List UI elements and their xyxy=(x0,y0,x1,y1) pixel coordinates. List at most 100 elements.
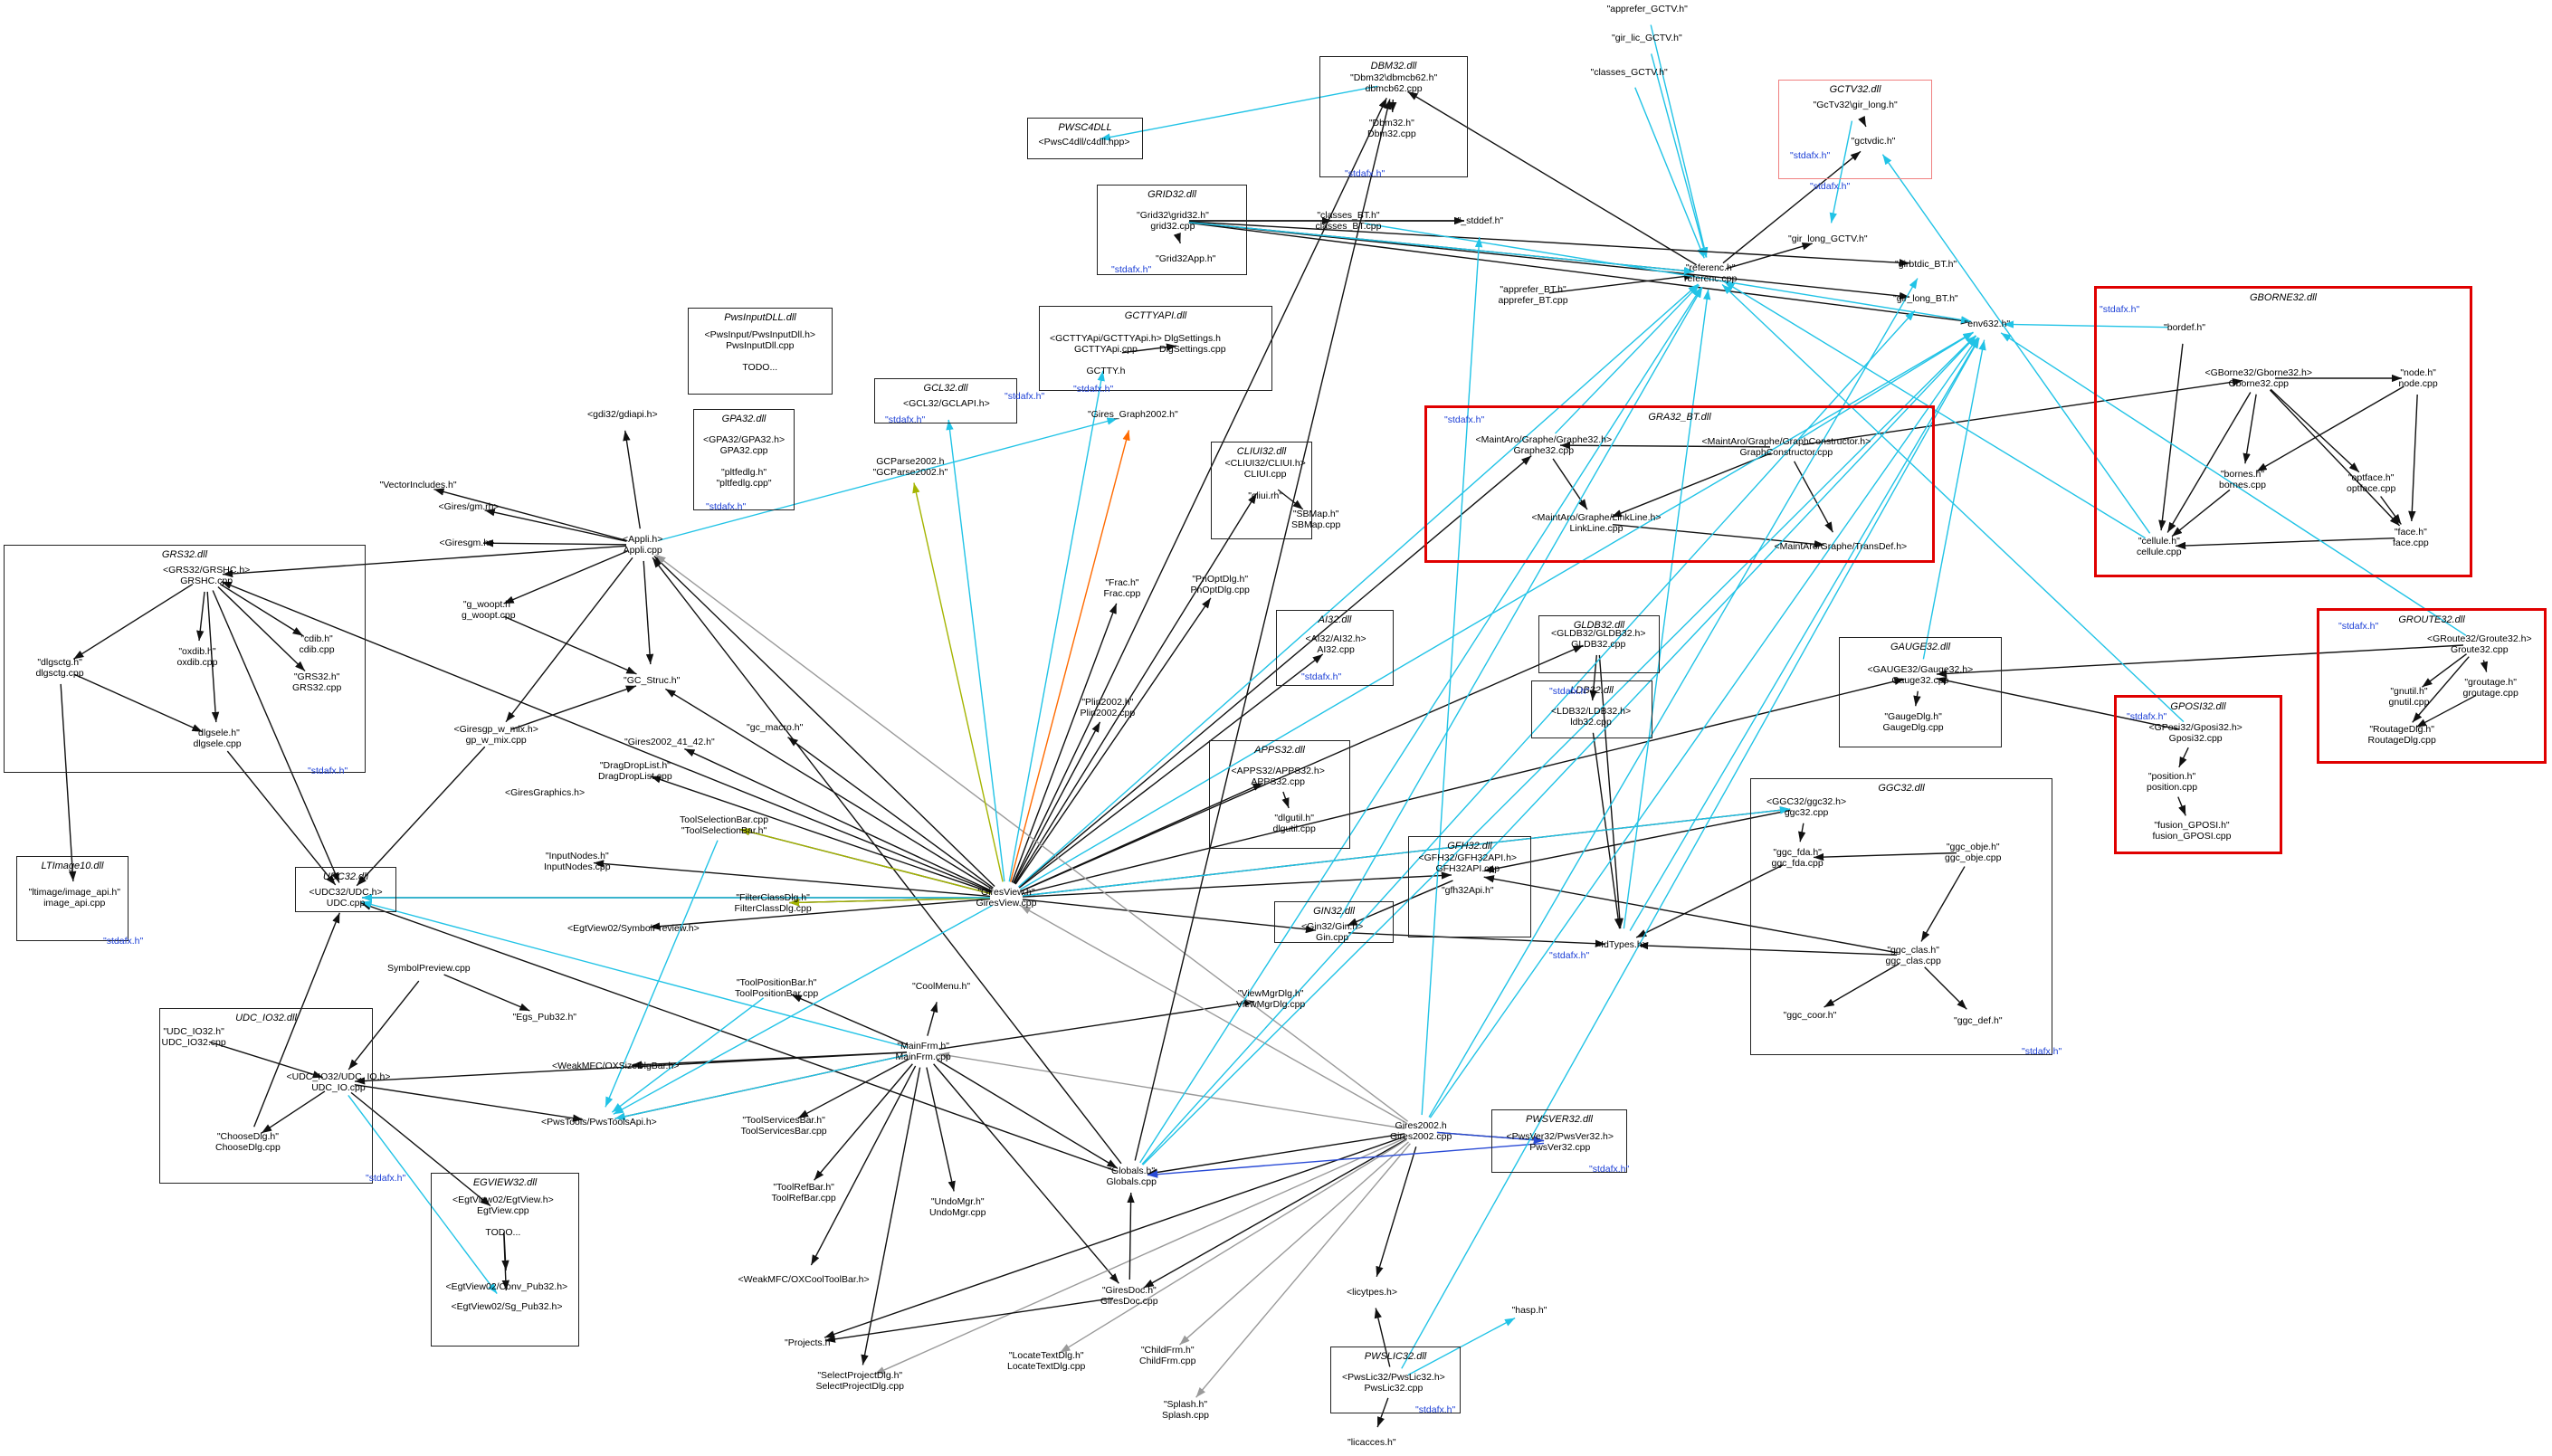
graph-node-gauge-h[interactable]: <GAUGE32/Gauge32.h> Gauge32.cpp xyxy=(1867,664,1974,686)
graph-node-licytpes[interactable]: <licytpes.h> xyxy=(1347,1287,1398,1298)
graph-node-apps-h[interactable]: <APPS32/APPS32.h> APPS32.cpp xyxy=(1231,766,1325,787)
graph-node-gborne-bordef[interactable]: "bordef.h" xyxy=(2164,322,2205,333)
graph-node-groute-h[interactable]: <GRoute32/Groute32.h> Groute32.cpp xyxy=(2427,633,2532,655)
graph-node-pwsver-h[interactable]: <PwsVer32/PwsVer32.h> PwsVer32.cpp xyxy=(1506,1131,1614,1153)
graph-node-pws4dll[interactable]: <PwsC4dll/c4dll.hpp> xyxy=(1038,137,1130,148)
graph-node-gc-struc[interactable]: "GC_Struc.h" xyxy=(624,675,681,686)
stdafx-node[interactable]: "stdafx.h" xyxy=(1345,168,1386,179)
stdafx-node[interactable]: "stdafx.h" xyxy=(1589,1164,1630,1175)
graph-node-childfrm[interactable]: "ChildFrm.h" ChildFrm.cpp xyxy=(1139,1345,1196,1366)
graph-node-plin2002[interactable]: "Plin2002.h" Plin2002.cpp xyxy=(1080,697,1136,718)
graph-node-ggc-def[interactable]: "ggc_def.h" xyxy=(1954,1015,2003,1026)
graph-node-gctvdic[interactable]: "gctvdic.h" xyxy=(1851,136,1896,147)
stdafx-node[interactable]: "stdafx.h" xyxy=(1111,264,1152,275)
graph-node-inputnodes[interactable]: "InputNodes.h" InputNodes.cpp xyxy=(544,851,611,872)
graph-node-groute-routagedlg[interactable]: "RoutageDlg.h" RoutageDlg.cpp xyxy=(2367,724,2436,746)
graph-node-apprefer-GCTV[interactable]: "apprefer_GCTV.h" xyxy=(1606,4,1688,14)
stdafx-node[interactable]: "stdafx.h" xyxy=(1444,414,1485,425)
stdafx-node[interactable]: "stdafx.h" xyxy=(2022,1046,2062,1057)
stdafx-node[interactable]: "stdafx.h" xyxy=(1073,384,1114,395)
graph-node-filterclass[interactable]: "FilterClassDlg.h" FilterClassDlg.cpp xyxy=(734,892,812,914)
graph-node-dbm32-cpp[interactable]: "Dbm32.h" Dbm32.cpp xyxy=(1367,118,1416,139)
graph-node-cliui-h[interactable]: <CLIUI32/CLIUI.h> CLIUI.cpp "cliui.rh" xyxy=(1224,458,1306,501)
graph-node-egtview-sg[interactable]: <EgtView02/Sg_Pub32.h> xyxy=(451,1301,563,1312)
graph-node-groute-groutage[interactable]: "groutage.h" groutage.cpp xyxy=(2462,677,2519,699)
stdafx-node[interactable]: "stdafx.h" xyxy=(366,1173,406,1184)
graph-node-idtypes[interactable]: <IdTypes.h> xyxy=(1595,939,1648,950)
stdafx-node[interactable]: "stdafx.h" xyxy=(1301,671,1342,682)
graph-node-toolpos[interactable]: "ToolPositionBar.h" ToolPositionBar.cpp xyxy=(735,977,819,999)
graph-node-pwslic-h[interactable]: <PwsLic32/PwsLic32.h> PwsLic32.cpp xyxy=(1342,1372,1445,1394)
graph-node-symbolprev[interactable]: <EgtView02/SymbolPreview.h> xyxy=(567,923,700,934)
graph-node-gfh-h[interactable]: <GFH32/GFH32API.h> GFH32API.cpp "gfh32Ap… xyxy=(1418,852,1518,896)
graph-node-pwsinput[interactable]: <PwsInput/PwsInputDll.h> PwsInputDll.cpp… xyxy=(704,329,816,373)
graph-node-sbmap[interactable]: "SBMap.h" SBMap.cpp xyxy=(1291,509,1341,530)
graph-node-girestview[interactable]: "GiresView.h" GiresView.cpp xyxy=(976,887,1037,909)
graph-node-gborne-optface[interactable]: "optface.h" optface.cpp xyxy=(2347,472,2396,494)
graph-node-gctv-gir[interactable]: "GcTv32\gir_long.h" xyxy=(1813,100,1898,110)
stdafx-node[interactable]: "stdafx.h" xyxy=(308,766,348,776)
graph-node-appli[interactable]: <Appli.h> Appli.cpp xyxy=(623,534,663,556)
graph-node-gposi-fusion[interactable]: "fusion_GPOSI.h" fusion_GPOSI.cpp xyxy=(2152,820,2232,842)
graph-node-ldb-h[interactable]: <LDB32/LDB32.h> ldb32.cpp xyxy=(1551,706,1632,728)
stdafx-node[interactable]: "stdafx.h" xyxy=(1005,391,1045,402)
graph-node-gborne-node[interactable]: "node.h" node.cpp xyxy=(2398,367,2438,389)
graph-node-ggc-clas[interactable]: "ggc_clas.h" ggc_clas.cpp xyxy=(1885,945,1941,966)
graph-node-grs-dlgsctg[interactable]: "dlgsctg.h" dlgsctg.cpp xyxy=(35,657,84,679)
graph-node-frac[interactable]: "Frac.h" Frac.cpp xyxy=(1103,577,1141,599)
stdafx-node[interactable]: "stdafx.h" xyxy=(1790,150,1831,161)
graph-node-splash[interactable]: "Splash.h" Splash.cpp xyxy=(1162,1399,1209,1421)
graph-node-gires-graph[interactable]: "Gires_Graph2002.h" xyxy=(1088,409,1178,420)
graph-node-apprefer-bt[interactable]: "apprefer_BT.h" apprefer_BT.cpp xyxy=(1498,284,1568,306)
graph-node-gaugedlg[interactable]: "GaugeDlg.h" GaugeDlg.cpp xyxy=(1882,711,1944,733)
graph-node-pnoptdlg[interactable]: "PnOptDlg.h" PnOptDlg.cpp xyxy=(1190,574,1250,595)
graph-node-gin-h[interactable]: <Gin32/Gin.h> Gin.cpp xyxy=(1301,921,1364,943)
graph-node-toolselbar[interactable]: ToolSelectionBar.cpp "ToolSelectionBar.h… xyxy=(680,814,769,836)
graph-node-ltimage[interactable]: "ltimage/image_api.h" image_api.cpp xyxy=(28,887,120,909)
stdafx-node[interactable]: "stdafx.h" xyxy=(2338,621,2379,632)
graph-node-weakmfc-cool[interactable]: <WeakMFC/OXCoolToolBar.h> xyxy=(738,1274,870,1285)
stdafx-node[interactable]: "stdafx.h" xyxy=(2100,304,2140,315)
graph-node-classes-bt[interactable]: "classes_BT.h" classes_BT.cpp xyxy=(1315,210,1382,232)
graph-node-mainfrm[interactable]: "MainFrm.h" MainFrm.cpp xyxy=(895,1041,951,1062)
graph-node-undomgr[interactable]: "UndoMgr.h" UndoMgr.cpp xyxy=(929,1196,986,1218)
graph-node-gir-long-bt[interactable]: "gir_long_BT.h" xyxy=(1893,293,1958,304)
graph-node-gra-construct[interactable]: <MaintAro/Graphe/GraphConstructor.h> Gra… xyxy=(1701,436,1871,458)
graph-node-projects[interactable]: "Projects.h" xyxy=(785,1337,834,1348)
graph-node-hasp[interactable]: "hasp.h" xyxy=(1511,1305,1547,1316)
graph-node-dlgsettings[interactable]: DlgSettings.h DlgSettings.cpp xyxy=(1159,333,1226,355)
graph-node-gires2002[interactable]: Gires2002.h Gires2002.cpp xyxy=(1390,1120,1452,1142)
graph-node-pwstools[interactable]: <PwsTools/PwsToolsApi.h> xyxy=(541,1117,657,1128)
graph-node-symbolprev-cpp[interactable]: SymbolPreview.cpp xyxy=(387,963,471,974)
graph-node-gborne-h[interactable]: <GBorne32/Gborne32.h> Gborne32.cpp xyxy=(2204,367,2313,389)
graph-node-egs-pub[interactable]: "Egs_Pub32.h" xyxy=(512,1012,577,1023)
stdafx-node[interactable]: "stdafx.h" xyxy=(1415,1404,1456,1415)
graph-node-gc-macro[interactable]: "gc_macro.h" xyxy=(747,722,804,733)
graph-node-stddef[interactable]: "_stddef.h" xyxy=(1457,215,1504,226)
stdafx-node[interactable]: "stdafx.h" xyxy=(1549,950,1590,961)
stdafx-node[interactable]: "stdafx.h" xyxy=(103,936,144,947)
graph-node-choosedlg[interactable]: "ChooseDlg.h" ChooseDlg.cpp xyxy=(215,1131,281,1153)
graph-node-gir-long-gctv[interactable]: "gir_long_GCTV.h" xyxy=(1788,233,1868,244)
graph-node-groute-gnutil[interactable]: "gnutil.h" gnutil.cpp xyxy=(2388,686,2430,708)
graph-node-gborne-cellule[interactable]: "cellule.h" cellule.cpp xyxy=(2137,536,2182,557)
graph-node-gpa32-h[interactable]: <GPA32/GPA32.h> GPA32.cpp "pltfedlg.h" "… xyxy=(703,434,786,489)
graph-node-gra-graphe[interactable]: <MaintAro/Graphe/Graphe32.h> Graphe32.cp… xyxy=(1475,434,1613,456)
graph-node-gcparse[interactable]: GCParse2002.h "GCParse2002.h" xyxy=(872,456,948,478)
graph-node-env[interactable]: "env632.h" xyxy=(1964,319,2011,329)
graph-node-coolmenu[interactable]: "CoolMenu.h" xyxy=(912,981,971,992)
graph-node-girestgm[interactable]: <Gires/gm.rh> xyxy=(438,501,500,512)
graph-node-ggc-h[interactable]: <GGC32/ggc32.h> ggc32.cpp xyxy=(1766,796,1847,818)
graph-node-toolrefbar[interactable]: "ToolRefBar.h" ToolRefBar.cpp xyxy=(771,1182,836,1204)
graph-node-gir-lic-GCTV[interactable]: "gir_lic_GCTV.h" xyxy=(1612,33,1682,43)
graph-node-grid32-h[interactable]: "Grid32\grid32.h" grid32.cpp xyxy=(1137,210,1209,232)
graph-node-giresgp-mix[interactable]: <Giresgp_w_mix.h> gp_w_mix.cpp xyxy=(453,724,538,746)
graph-node-dragdrop[interactable]: "DragDropList.h" DragDropList.cpp xyxy=(598,760,672,782)
graph-node-dbm32-h[interactable]: "Dbm32\dbmcb62.h" dbmcb62.cpp xyxy=(1350,72,1438,94)
graph-node-grs-oxdib[interactable]: "oxdib.h" oxdib.cpp xyxy=(176,646,218,668)
graph-node-grs-h[interactable]: <GRS32/GRSHC.h> GRSHC.cpp xyxy=(163,565,251,586)
stdafx-node[interactable]: "stdafx.h" xyxy=(1810,181,1851,192)
graph-node-weakmfc-size[interactable]: <WeakMFC/OXSizeDlgBar.h> xyxy=(552,1061,680,1071)
stdafx-node[interactable]: "stdafx.h" xyxy=(885,414,926,425)
graph-node-vectorincl[interactable]: "VectorIncludes.h" xyxy=(379,480,457,490)
